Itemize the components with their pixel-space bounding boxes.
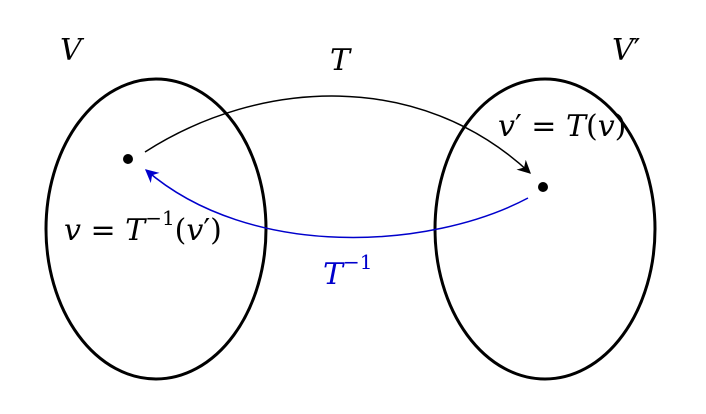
set-v-label: V xyxy=(60,33,82,68)
point-v-label: v = T−1(v′) xyxy=(64,206,222,248)
point-v-prime xyxy=(538,182,548,192)
set-v-prime-label: V′ xyxy=(612,33,641,68)
forward-map-label: T xyxy=(330,43,351,78)
point-v xyxy=(123,154,133,164)
set-v-ellipse xyxy=(44,77,268,381)
forward-map-arrow xyxy=(144,95,531,174)
inverse-map-label: T−1 xyxy=(323,250,373,292)
point-v-prime-label: v′ = T(v) xyxy=(498,109,627,144)
inverse-map-arrow xyxy=(144,169,529,239)
